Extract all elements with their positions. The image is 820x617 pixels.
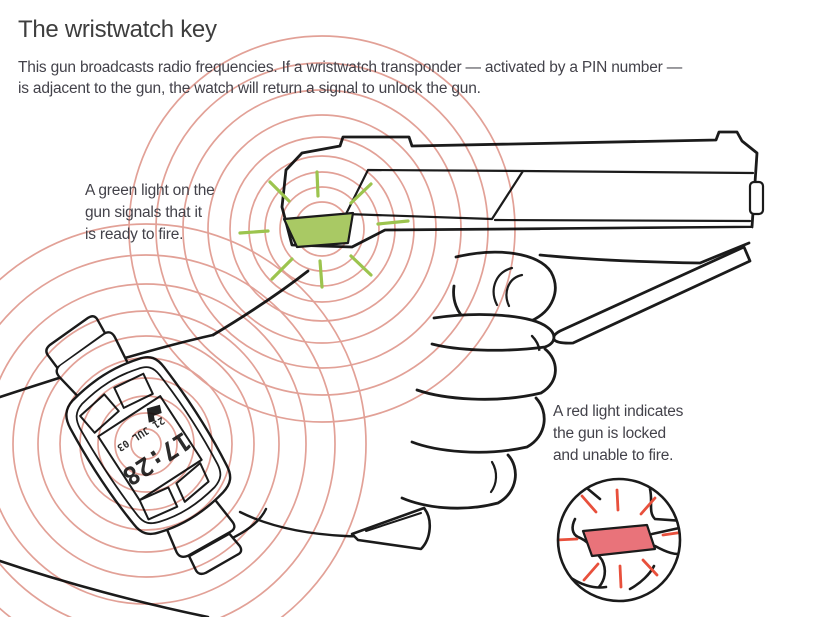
- red-light-callout: A red light indicates the gun is locked …: [553, 401, 683, 467]
- pinky-crease: [489, 460, 498, 494]
- red-light: [581, 523, 657, 558]
- magazine-base: [350, 506, 431, 551]
- gun-drawing: [280, 130, 765, 345]
- watch-button-bottom-right: [175, 462, 210, 503]
- green-light-callout: A green light on the gun signals that it…: [85, 180, 215, 246]
- page-description: This gun broadcasts radio frequencies. I…: [18, 57, 682, 99]
- thumb-crease-2: [505, 273, 524, 308]
- radio-waves-gun: [128, 35, 516, 423]
- fingers-drawing: [400, 250, 557, 510]
- radio-waves-watch: [0, 223, 367, 617]
- gun-muzzle-port: [748, 180, 765, 216]
- magazine-base-shape: [350, 506, 431, 551]
- thumb-crease-1: [492, 266, 514, 307]
- description-line-1: This gun broadcasts radio frequencies. I…: [18, 59, 682, 76]
- red-callout-line-3: and unable to fire.: [553, 447, 674, 464]
- watch-strap-top: [55, 331, 132, 403]
- ring-finger: [410, 396, 546, 454]
- forearm-bottom-line: [0, 559, 210, 617]
- green-callout-line-3: is ready to fire.: [85, 226, 184, 243]
- gun-slide-top-line: [521, 169, 755, 175]
- watch-button-bottom-left: [138, 486, 179, 521]
- green-light: [282, 211, 355, 249]
- gun-frame: [540, 228, 752, 263]
- gun-frame-bottom-line: [538, 241, 751, 265]
- page-title: The wristwatch key: [18, 16, 217, 43]
- middle-finger: [415, 347, 557, 401]
- pinky-finger: [400, 453, 517, 510]
- red-light-rays: [559, 488, 679, 589]
- green-light-group: [238, 170, 410, 289]
- red-callout-line-1: A red light indicates: [553, 403, 684, 420]
- inset-circle-border: [556, 477, 682, 603]
- trigger-guard: [552, 245, 752, 345]
- index-finger: [430, 313, 556, 352]
- gun-slide-bottom-line: [493, 218, 752, 223]
- green-light-rays: [238, 170, 410, 289]
- radio-waves: [0, 35, 516, 617]
- red-callout-line-2: the gun is locked: [553, 425, 666, 442]
- gun-slide: [280, 130, 759, 249]
- green-callout-line-1: A green light on the: [85, 182, 215, 199]
- red-light-inset: [556, 477, 682, 603]
- description-line-2: is adjacent to the gun, the watch will r…: [18, 80, 481, 97]
- green-callout-line-2: gun signals that it: [85, 204, 202, 221]
- watch-strap-top-tip: [45, 315, 106, 369]
- magazine-base-line: [365, 512, 422, 532]
- watch-bezel-inner: [75, 366, 222, 525]
- watch-strap-bottom: [163, 494, 236, 558]
